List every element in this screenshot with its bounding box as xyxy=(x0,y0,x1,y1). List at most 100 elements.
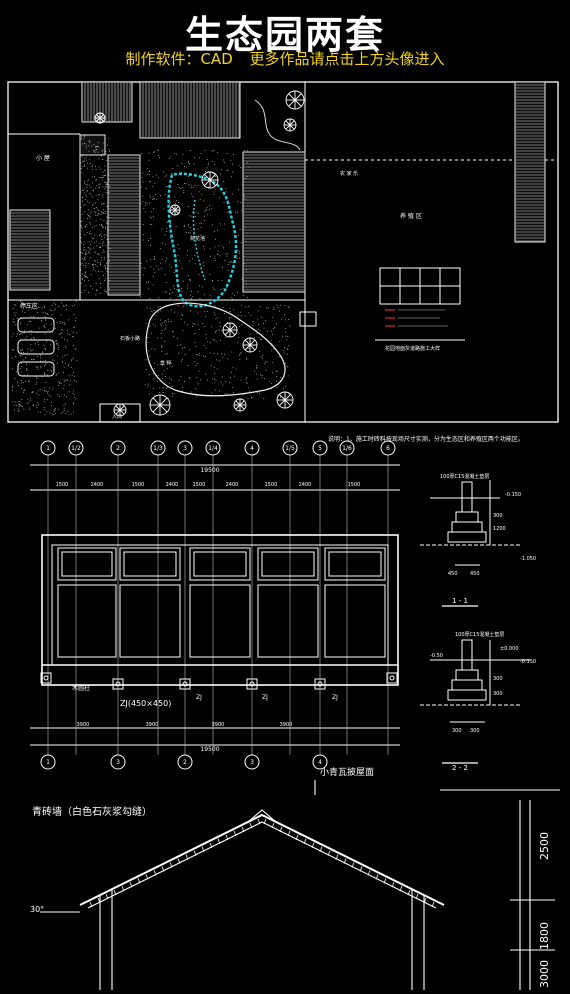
gravel-dot xyxy=(203,355,205,357)
gravel-dot xyxy=(102,186,104,188)
gravel-dot xyxy=(53,309,55,311)
gravel-dot xyxy=(51,339,53,341)
gravel-dot xyxy=(73,403,75,405)
gravel-dot xyxy=(39,354,41,356)
gravel-dot xyxy=(177,296,179,298)
gravel-dot xyxy=(61,360,63,362)
gravel-dot xyxy=(287,305,289,307)
gravel-dot xyxy=(106,216,108,218)
gravel-dot xyxy=(150,197,152,199)
gravel-dot xyxy=(28,380,30,382)
gravel-dot xyxy=(272,316,274,318)
roof-tick xyxy=(431,901,435,908)
column xyxy=(40,672,52,684)
gravel-dot xyxy=(237,342,239,344)
gravel-dot xyxy=(67,411,69,413)
gravel-dot xyxy=(59,323,61,325)
gravel-dot xyxy=(96,262,98,264)
gravel-dot xyxy=(90,274,92,276)
roof-note: 小青瓦披屋面 xyxy=(320,766,374,778)
tree-branch xyxy=(294,99,302,107)
gravel-dot xyxy=(243,149,245,151)
gravel-dot xyxy=(63,384,65,386)
gravel-dot xyxy=(90,233,92,235)
tree-branch xyxy=(249,344,256,351)
gravel-dot xyxy=(263,327,265,329)
gravel-dot xyxy=(185,183,187,185)
gravel-dot xyxy=(35,366,37,368)
gravel-dot xyxy=(226,255,228,257)
gravel-dot xyxy=(171,379,173,381)
gravel-dot xyxy=(197,362,199,364)
gravel-dot xyxy=(20,379,22,381)
gravel-dot xyxy=(98,194,100,196)
gravel-dot xyxy=(85,275,87,277)
gravel-dot xyxy=(37,355,39,357)
gravel-dot xyxy=(286,339,288,341)
gravel-dot xyxy=(49,309,51,311)
gravel-dot xyxy=(164,274,166,276)
gravel-dot xyxy=(26,307,28,309)
gravel-dot xyxy=(58,381,60,383)
gravel-dot xyxy=(85,271,87,273)
gravel-dot xyxy=(206,310,208,312)
gravel-dot xyxy=(166,221,168,223)
gravel-dot xyxy=(73,394,75,396)
gravel-dot xyxy=(154,362,156,364)
gravel-dot xyxy=(101,159,103,161)
tree-branch xyxy=(99,114,104,119)
gravel-dot xyxy=(264,363,266,365)
gravel-dot xyxy=(106,223,108,225)
gravel-dot xyxy=(51,332,53,334)
gravel-dot xyxy=(92,196,94,198)
gravel-dot xyxy=(148,152,150,154)
gravel-dot xyxy=(248,306,250,308)
axis-bubble-top xyxy=(282,440,298,456)
gravel-dot xyxy=(199,354,201,356)
gravel-dot xyxy=(105,267,107,269)
gravel-dot xyxy=(26,362,28,364)
roof-tick xyxy=(375,874,379,880)
gravel-dot xyxy=(280,396,282,398)
gravel-dot xyxy=(19,368,21,370)
gravel-dot xyxy=(274,327,276,329)
gravel-dot xyxy=(166,368,168,370)
software-label: 制作软件：CAD xyxy=(125,50,233,68)
gravel-dot xyxy=(80,191,82,193)
gravel-dot xyxy=(87,163,89,165)
more-works-link[interactable]: 更多作品请点击上方头像进入 xyxy=(249,50,445,68)
axis-bubble-top xyxy=(177,440,193,456)
gravel-dot xyxy=(13,404,15,406)
gravel-dot xyxy=(15,356,17,358)
gravel-dot xyxy=(141,176,143,178)
gravel-dot xyxy=(33,338,35,340)
gravel-dot xyxy=(166,386,168,388)
gravel-dot xyxy=(22,391,24,393)
gravel-dot xyxy=(214,255,216,257)
axis-bubble-label: 2 xyxy=(183,759,187,766)
column xyxy=(112,678,124,690)
gravel-dot xyxy=(153,268,155,270)
gravel-dot xyxy=(104,289,106,291)
roof-tick xyxy=(217,838,221,844)
gravel-dot xyxy=(76,332,78,334)
gravel-dot xyxy=(272,333,274,335)
column-core xyxy=(317,681,323,687)
gravel-dot xyxy=(186,287,188,289)
gravel-dot xyxy=(99,183,101,185)
gravel-dot xyxy=(279,340,281,342)
gravel-dot xyxy=(47,299,49,301)
gravel-dot xyxy=(108,242,110,244)
gravel-dot xyxy=(51,370,53,372)
gravel-dot xyxy=(209,294,211,296)
gravel-dot xyxy=(106,228,108,230)
gravel-dot xyxy=(161,258,163,260)
gravel-dot xyxy=(33,316,35,318)
gravel-dot xyxy=(24,380,26,382)
gravel-dot xyxy=(104,279,106,281)
gravel-dot xyxy=(164,175,166,177)
dim-1800: 1800 xyxy=(538,922,551,950)
gravel-dot xyxy=(73,375,75,377)
gravel-dot xyxy=(45,323,47,325)
label-area-c: 养 殖 区 xyxy=(400,212,422,220)
